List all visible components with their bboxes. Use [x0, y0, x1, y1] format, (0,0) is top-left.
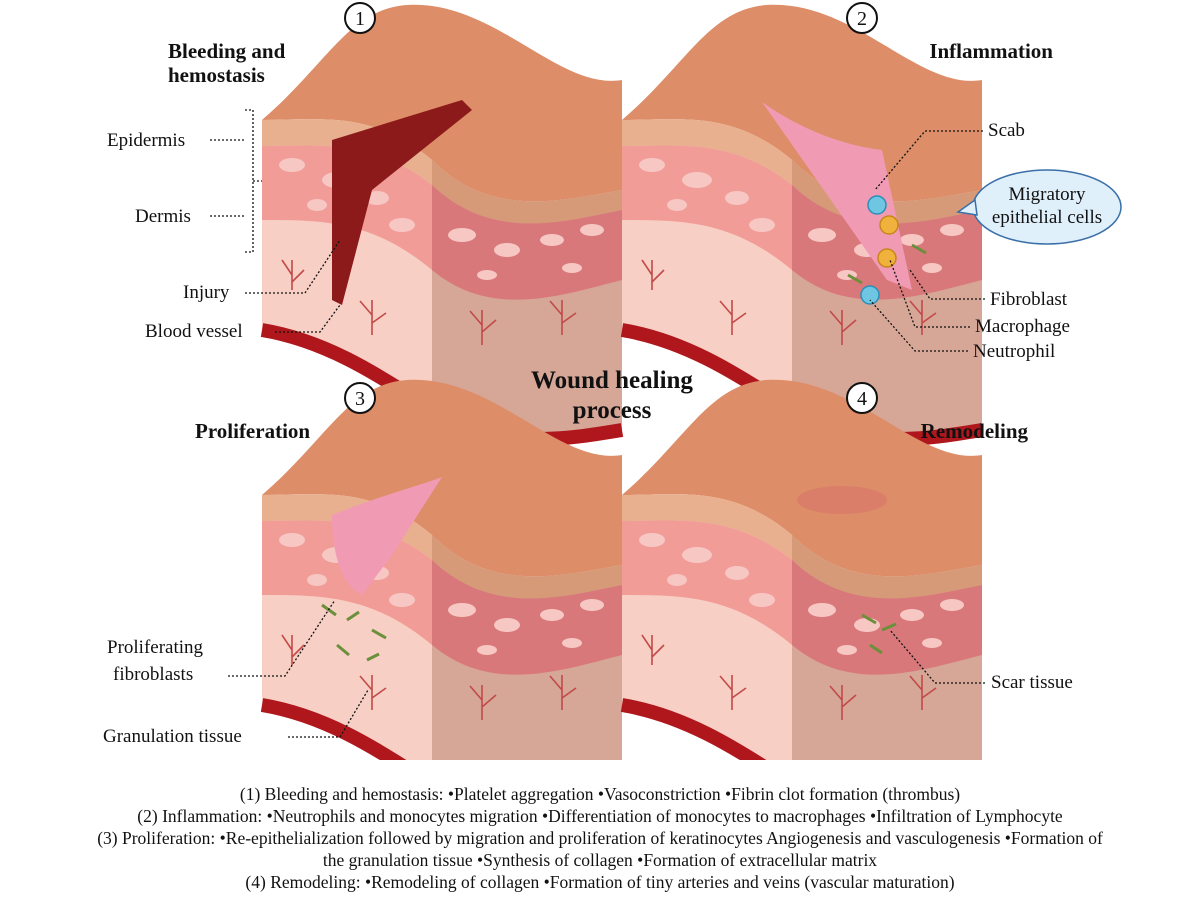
panel-1-number: 1	[355, 8, 365, 30]
center-title-line1: Wound healing	[531, 367, 693, 394]
panel-1-title-line1: Bleeding and	[168, 39, 286, 63]
panel-4-block	[622, 380, 982, 760]
panel-1-title-line2: hemostasis	[168, 63, 265, 87]
panel-2-number: 2	[857, 8, 867, 30]
panel-4-title-line1: Remodeling	[921, 419, 1029, 443]
injury-wound	[332, 100, 472, 305]
caption-2: (2) Inflammation: •Neutrophils and monoc…	[137, 806, 1063, 826]
label-migratory-line1: Migratory	[1008, 184, 1086, 205]
caption-3a: (3) Proliferation: •Re-epithelialization…	[97, 828, 1103, 848]
label-neutrophil: Neutrophil	[973, 341, 1055, 362]
immune-cells	[847, 195, 927, 305]
panel-4-number-circle	[846, 382, 878, 414]
label-macrophage: Macrophage	[975, 316, 1070, 337]
center-title-line2: process	[573, 397, 652, 424]
label-scab: Scab	[988, 120, 1025, 141]
captions: (1) Bleeding and hemostasis: •Platelet a…	[0, 783, 1200, 893]
panel-3-number-circle	[344, 382, 376, 414]
scar-mark	[797, 486, 887, 514]
caption-3b: the granulation tissue •Synthesis of col…	[322, 850, 878, 870]
label-epidermis: Epidermis	[107, 130, 185, 151]
panel-4-number: 4	[857, 388, 867, 410]
label-dermis: Dermis	[135, 206, 191, 227]
label-injury: Injury	[183, 282, 230, 303]
caption-4: (4) Remodeling: •Remodeling of collagen …	[245, 872, 955, 892]
migratory-epithelial-callout: Migratory epithelial cells	[956, 169, 1122, 245]
scab	[762, 102, 912, 290]
label-blood-vessel: Blood vessel	[145, 321, 243, 342]
label-proliferating-line1: Proliferating	[107, 637, 204, 658]
panel-3-number: 3	[355, 388, 365, 410]
caption-1: (1) Bleeding and hemostasis: •Platelet a…	[239, 784, 961, 804]
label-granulation-tissue: Granulation tissue	[103, 726, 242, 747]
label-proliferating-line2: fibroblasts	[113, 664, 193, 685]
healing-tissue	[332, 477, 442, 595]
label-fibroblast: Fibroblast	[990, 289, 1068, 310]
label-migratory-line2: epithelial cells	[992, 207, 1102, 228]
panel-3-title-line1: Proliferation	[195, 419, 310, 443]
panel-2-block	[622, 5, 982, 439]
panel-1-block	[262, 5, 622, 439]
panel-2-number-circle	[846, 2, 878, 34]
label-scar-tissue: Scar tissue	[991, 672, 1073, 693]
panel-2-title-line1: Inflammation	[929, 39, 1053, 63]
panel-1-number-circle	[344, 2, 376, 34]
